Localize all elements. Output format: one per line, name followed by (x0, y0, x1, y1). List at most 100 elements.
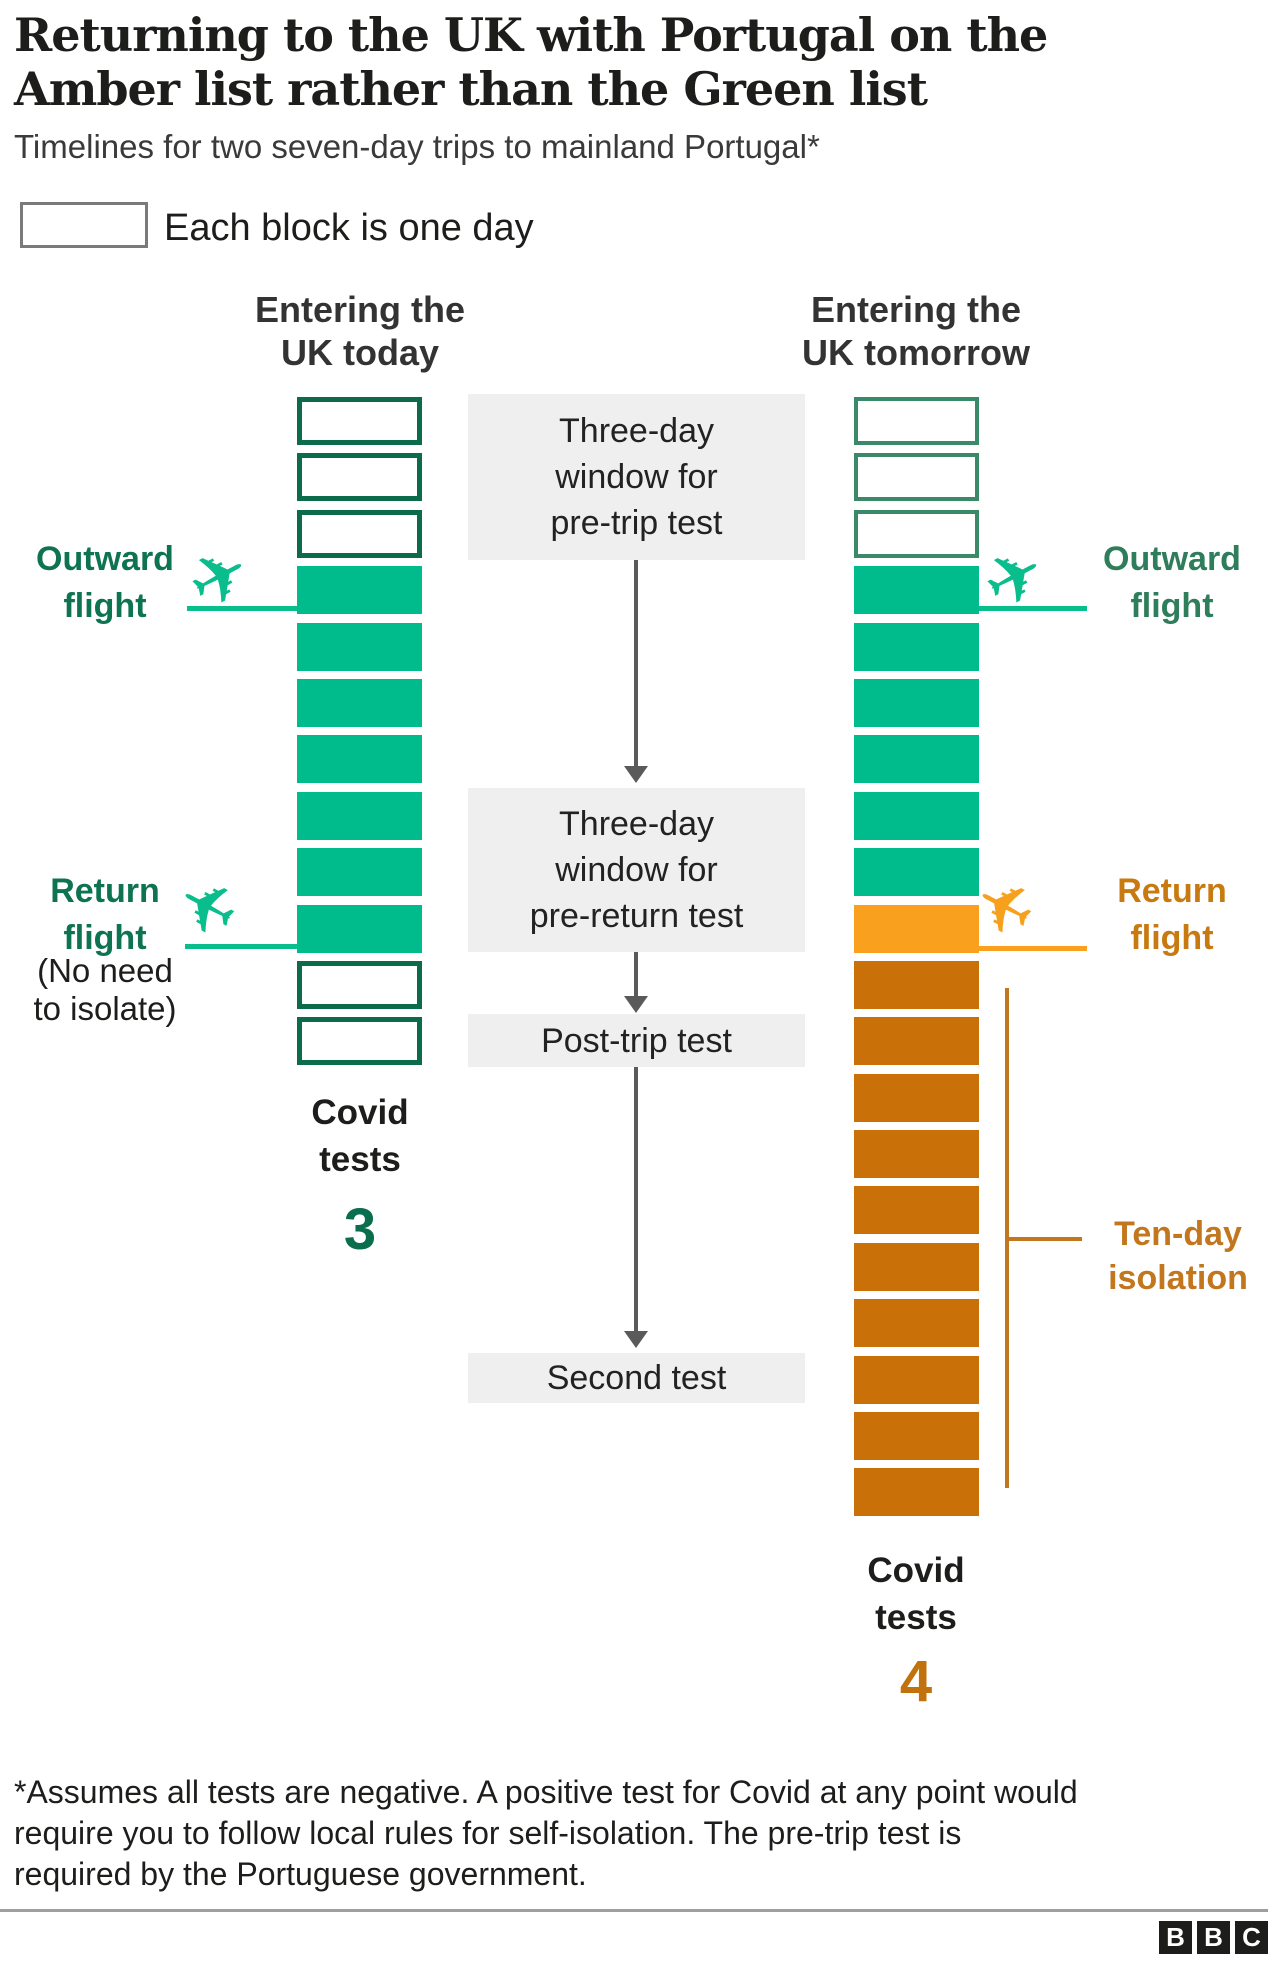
label-line: to isolate) (33, 990, 177, 1027)
note-pre-return-line3: pre-return test (529, 897, 744, 935)
day-block-outline (297, 1017, 422, 1066)
label-return-flight-left: Return flight (15, 868, 195, 962)
bbc-logo-letter: C (1235, 1921, 1268, 1954)
label-line: Ten-day (1114, 1215, 1242, 1253)
day-block-iso (854, 1468, 979, 1517)
covid-tests-label-right: Covid tests (836, 1547, 996, 1641)
footnote-line: required by the Portuguese government. (14, 1856, 587, 1892)
label-line: Covid (867, 1551, 965, 1590)
timeline-column-today (297, 397, 422, 1074)
arrow-head-icon (624, 996, 648, 1013)
label-line: tests (875, 1598, 957, 1637)
footnote-line: *Assumes all tests are negative. A posit… (14, 1774, 1078, 1810)
label-line: Outward (36, 540, 174, 578)
day-block-fill (854, 848, 979, 897)
label-line: Outward (1103, 540, 1241, 578)
day-block-fill (297, 566, 422, 615)
isolation-bracket-tick (1005, 1237, 1082, 1241)
day-block-iso (854, 1130, 979, 1179)
day-block-fill (854, 566, 979, 615)
bbc-logo-letter: B (1197, 1921, 1230, 1954)
runway-line (187, 606, 297, 611)
label-line: Return (1117, 872, 1227, 910)
legend-day-block-swatch (20, 202, 148, 248)
day-block-iso (854, 960, 979, 1009)
day-block-fill (297, 791, 422, 840)
covid-tests-count-left: 3 (343, 1197, 377, 1262)
column-header-today-line2: UK today (280, 332, 439, 373)
day-block-outline (297, 397, 422, 445)
day-block-iso (854, 1355, 979, 1404)
legend-label: Each block is one day (164, 207, 534, 249)
runway-line (979, 606, 1087, 611)
note-pre-return-line2: window for (555, 851, 718, 889)
runway-line (185, 944, 297, 949)
day-block-fill (297, 848, 422, 897)
day-block-iso (854, 1017, 979, 1066)
label-line: flight (1130, 587, 1214, 625)
label-line: Covid (311, 1093, 409, 1132)
note-pre-return-test: Three-day window for pre-return test (468, 788, 805, 952)
day-block-iso (854, 1186, 979, 1235)
label-line: tests (319, 1140, 401, 1179)
label-ten-day-isolation: Ten-day isolation (1085, 1212, 1271, 1300)
column-header-today-line1: Entering the (254, 289, 465, 330)
day-block-iso (854, 1073, 979, 1122)
note-pre-trip-line1: Three-day (559, 412, 714, 450)
covid-tests-count-right: 4 (899, 1649, 933, 1714)
covid-tests-label-left: Covid tests (280, 1089, 440, 1183)
day-block-fill (297, 904, 422, 953)
label-outward-flight-left: Outward flight (15, 536, 195, 630)
arrow-shaft-2 (634, 952, 638, 996)
column-header-tomorrow: Entering the UK tomorrow (746, 288, 1086, 374)
page-subtitle: Timelines for two seven-day trips to mai… (14, 128, 820, 165)
arrow-head-icon (624, 1331, 648, 1348)
day-block-fill (854, 735, 979, 784)
note-pre-trip-line2: window for (555, 458, 718, 496)
arrow-head-icon (624, 766, 648, 783)
runway-line (979, 946, 1087, 951)
day-block-iso (854, 1412, 979, 1461)
day-block-amber (854, 904, 979, 953)
label-line: flight (63, 587, 147, 625)
bbc-logo-letter: B (1159, 1921, 1192, 1954)
day-block-outline (297, 509, 422, 558)
note-pre-return-line1: Three-day (559, 805, 714, 843)
day-block-fill (297, 622, 422, 671)
timeline-column-tomorrow (854, 397, 979, 1525)
label-outward-flight-right: Outward flight (1082, 536, 1262, 630)
day-block-fill (297, 678, 422, 727)
day-block-fill (854, 678, 979, 727)
footnote-line: require you to follow local rules for se… (14, 1815, 962, 1851)
day-block-outline (854, 397, 979, 445)
label-line: Return (50, 872, 160, 910)
page-title-line1: Returning to the UK with Portugal on the (14, 8, 1048, 62)
note-pre-trip-line3: pre-trip test (550, 504, 723, 542)
column-header-today: Entering the UK today (190, 288, 530, 374)
label-no-need-to-isolate: (No need to isolate) (0, 952, 210, 1028)
day-block-outline (297, 960, 422, 1009)
label-line: flight (63, 919, 147, 957)
note-second-test: Second test (468, 1353, 805, 1403)
footer-divider (0, 1909, 1268, 1912)
day-block-iso (854, 1299, 979, 1348)
day-block-outline (854, 509, 979, 558)
day-block-fill (854, 622, 979, 671)
note-post-trip-test: Post-trip test (468, 1014, 805, 1067)
label-line: flight (1130, 919, 1214, 957)
day-block-iso (854, 1242, 979, 1291)
day-block-fill (854, 791, 979, 840)
page-title-line2: Amber list rather than the Green list (14, 62, 928, 116)
column-header-tomorrow-line1: Entering the (810, 289, 1021, 330)
column-header-tomorrow-line2: UK tomorrow (802, 332, 1030, 373)
arrow-shaft-1 (634, 560, 638, 766)
footnote: *Assumes all tests are negative. A posit… (14, 1772, 1264, 1895)
label-line: (No need (37, 952, 173, 989)
label-return-flight-right: Return flight (1082, 868, 1262, 962)
arrow-shaft-3 (634, 1067, 638, 1331)
day-block-outline (854, 453, 979, 502)
label-line: isolation (1108, 1259, 1248, 1297)
note-pre-trip-test: Three-day window for pre-trip test (468, 394, 805, 560)
day-block-outline (297, 453, 422, 502)
